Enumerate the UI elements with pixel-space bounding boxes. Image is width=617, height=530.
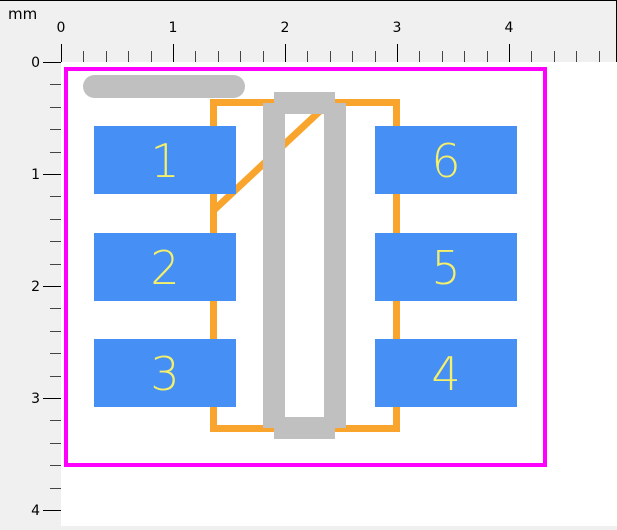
ruler-x-label: 2 — [281, 20, 290, 36]
pad-6[interactable]: 6 — [375, 126, 517, 194]
pad-shape — [94, 233, 236, 301]
ruler-y-label: 1 — [31, 167, 40, 183]
pad-shape — [375, 339, 517, 407]
pad-number: 1 — [150, 134, 179, 188]
pad-2[interactable]: 2 — [94, 233, 236, 301]
ruler-x-label: 0 — [57, 20, 66, 36]
ruler-x-label: 3 — [393, 20, 402, 36]
pad-3[interactable]: 3 — [94, 339, 236, 407]
ruler-x-label: 1 — [169, 20, 178, 36]
pin1-marker — [83, 75, 245, 98]
pad-number: 6 — [431, 134, 460, 188]
pad-1[interactable]: 1 — [94, 126, 236, 194]
pad-4[interactable]: 4 — [375, 339, 517, 407]
pad-number: 4 — [431, 347, 460, 401]
ruler-y-label: 4 — [31, 503, 40, 519]
assembly-outline — [263, 92, 346, 439]
ruler-y-label: 3 — [31, 391, 40, 407]
ruler-y-label: 2 — [31, 279, 40, 295]
pad-5[interactable]: 5 — [375, 233, 517, 301]
ruler-unit-label: mm — [8, 5, 37, 23]
pad-shape — [94, 126, 236, 194]
pad-shape — [94, 339, 236, 407]
courtyard-outline — [64, 67, 547, 467]
pad-shape — [375, 233, 517, 301]
horizontal-ruler: 0 1 2 3 4 — [57, 20, 600, 62]
vertical-ruler: 0 1 2 3 4 — [31, 55, 61, 519]
pad-number: 2 — [150, 241, 179, 295]
ruler-y-label: 0 — [31, 55, 40, 71]
pad-number: 3 — [150, 347, 179, 401]
pad-number: 5 — [431, 241, 460, 295]
pad-shape — [375, 126, 517, 194]
ruler-x-label: 4 — [505, 20, 514, 36]
